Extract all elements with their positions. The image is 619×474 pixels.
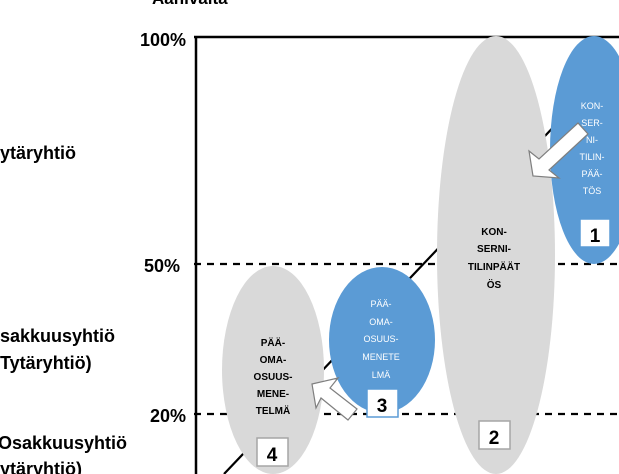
ellipse-1-line: TILIN- [579,152,604,162]
left-label-associate-1: sakkuusyhtiö [0,326,115,346]
ellipse-3-line: OMA- [369,317,393,327]
ellipse-2 [437,36,555,474]
method-1-consolidation: KON- SER- NI- TILIN- PÄÄ- TÖS 1 [550,36,619,264]
method-2-consolidation: KON- SERNI- TILINPÄÄT ÖS 2 [437,36,555,474]
ellipse-2-line: SERNI- [477,244,511,255]
ellipse-1-text: KON- SER- NI- TILIN- PÄÄ- TÖS [579,101,604,196]
left-label-associate-2: Osakkuusyhtiö [0,433,127,453]
number-box-4 [256,437,289,467]
ellipse-4-line: MENE- [257,389,289,400]
level-50-label: 50% [144,256,180,276]
axis-title: Äänivalta [152,0,228,8]
ellipse-4-line: OMA- [260,355,287,366]
method-3-equity: PÄÄ- OMA- OSUUS- MENETE LMÄ 3 [329,267,435,418]
number-box-1 [579,218,611,248]
ellipse-2-line: TILINPÄÄT [468,260,520,273]
ellipse-4 [222,266,324,474]
ellipse-3 [329,267,435,413]
number-box-2 [478,420,511,450]
ellipse-4-line: TELMÄ [256,404,290,417]
number-1: 1 [590,226,601,247]
ellipse-3-line: OSUUS- [363,334,398,344]
ellipse-4-line: OSUUS- [254,372,293,383]
ellipse-1-line: KON- [581,101,604,111]
ellipse-1 [550,36,619,264]
level-20-label: 20% [150,406,186,426]
number-box-3 [366,388,399,418]
number-3: 3 [377,396,388,417]
number-4: 4 [267,445,278,466]
ellipse-1-line: PÄÄ- [581,169,602,179]
ellipse-3-line: LMÄ [372,370,391,380]
arrow-to-4-icon [311,377,358,421]
number-2: 2 [489,428,500,449]
method-4-equity: PÄÄ- OMA- OSUUS- MENE- TELMÄ 4 [222,266,324,474]
ellipse-2-line: KON- [481,227,507,238]
ellipse-1-line: SER- [581,118,603,128]
ellipse-1-line: NI- [586,135,598,145]
left-label-associate-2b: ytäryhtiö) [0,459,82,474]
left-label-associate-1b: Tytäryhtiö) [0,353,92,373]
ellipse-2-line: ÖS [487,278,502,291]
left-label-subsidiary: ytäryhtiö [0,143,76,163]
ellipse-1-line: TÖS [583,186,602,196]
level-100-label: 100% [140,30,186,50]
ellipse-3-line: MENETE [362,352,400,362]
arrow-to-1-icon [528,122,589,179]
ellipse-4-line: PÄÄ- [261,336,285,349]
ellipse-3-line: PÄÄ- [370,299,391,309]
